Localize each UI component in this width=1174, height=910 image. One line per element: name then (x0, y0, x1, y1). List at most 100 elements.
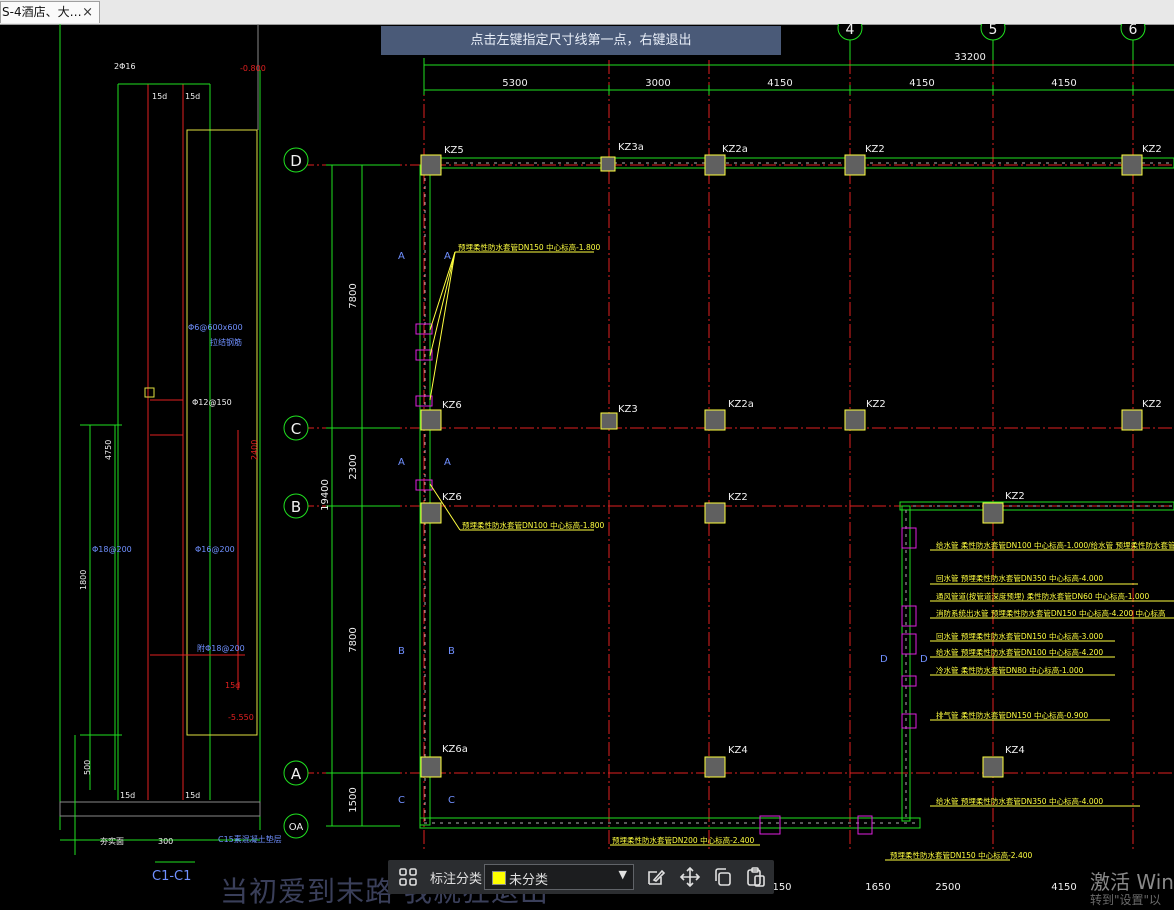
svg-text:15d: 15d (185, 791, 200, 800)
svg-text:300: 300 (158, 837, 173, 846)
document-tab-title: S-4酒店、大… (2, 5, 82, 19)
svg-text:KZ2: KZ2 (728, 492, 748, 503)
svg-text:A: A (398, 457, 405, 468)
svg-text:C: C (291, 420, 301, 438)
svg-text:拉结钢筋: 拉结钢筋 (210, 337, 242, 347)
document-tab-bar: S-4酒店、大… × (0, 0, 1174, 25)
svg-text:4: 4 (846, 24, 855, 38)
svg-text:2300: 2300 (348, 454, 359, 479)
svg-text:15d: 15d (225, 681, 240, 690)
svg-text:4150: 4150 (767, 78, 792, 89)
svg-text:1500: 1500 (348, 787, 359, 812)
svg-text:C: C (398, 795, 405, 806)
paste-icon[interactable] (744, 865, 768, 889)
move-icon[interactable] (678, 865, 702, 889)
svg-text:15d: 15d (152, 92, 167, 101)
svg-text:KZ6: KZ6 (442, 400, 462, 411)
copy-icon[interactable] (711, 865, 735, 889)
svg-text:Φ16@200: Φ16@200 (195, 545, 235, 554)
svg-text:KZ2: KZ2 (1142, 399, 1162, 410)
svg-text:Φ12@150: Φ12@150 (192, 398, 232, 407)
svg-text:B: B (291, 498, 301, 516)
svg-text:Φ18@200: Φ18@200 (92, 545, 132, 554)
svg-text:给水管 柔性防水套管DN100 中心标高-1.000/给水管: 给水管 柔性防水套管DN100 中心标高-1.000/给水管 预埋柔性防水套管D… (936, 540, 1174, 550)
svg-text:7800: 7800 (348, 627, 359, 652)
svg-text:A: A (291, 765, 302, 783)
svg-text:33200: 33200 (954, 52, 986, 63)
svg-text:150: 150 (772, 882, 791, 893)
svg-text:1800: 1800 (79, 570, 88, 590)
svg-text:2400: 2400 (250, 440, 259, 460)
svg-text:KZ4: KZ4 (1005, 745, 1025, 756)
document-tab[interactable]: S-4酒店、大… × (0, 1, 100, 23)
svg-text:D: D (920, 654, 928, 665)
svg-text:A: A (398, 251, 405, 262)
svg-text:KZ2: KZ2 (1005, 491, 1025, 502)
chevron-down-icon: ▼ (618, 868, 627, 881)
svg-text:排气管 柔性防水套管DN150 中心标高-0.900: 排气管 柔性防水套管DN150 中心标高-0.900 (936, 710, 1088, 720)
svg-text:A: A (444, 251, 451, 262)
section-c1-drawing (59, 24, 261, 863)
svg-text:附Φ18@200: 附Φ18@200 (197, 643, 245, 653)
close-icon[interactable]: × (82, 5, 93, 20)
svg-text:KZ3: KZ3 (618, 404, 638, 415)
column-blocks (420, 154, 1143, 778)
svg-text:D: D (290, 152, 302, 170)
top-dimension-text: 33200 5300 3000 4150 4150 4150 (502, 52, 1076, 89)
svg-text:19400: 19400 (320, 479, 331, 511)
svg-text:预埋柔性防水套管DN200 中心标高-2.400: 预埋柔性防水套管DN200 中心标高-2.400 (612, 835, 754, 845)
svg-text:C15素混凝土垫层: C15素混凝土垫层 (218, 834, 282, 844)
annotation-toolbar: 标注分类 未分类 ▼ (388, 860, 774, 894)
annotation-category-label: 标注分类 (430, 872, 483, 887)
svg-text:B: B (448, 646, 455, 657)
svg-text:4150: 4150 (1051, 78, 1076, 89)
svg-text:2Φ16: 2Φ16 (114, 62, 136, 71)
svg-text:500: 500 (83, 760, 92, 775)
pipe-notes: 预埋柔性防水套管DN150 中心标高-1.800 预埋柔性防水套管DN100 中… (458, 242, 1174, 860)
column-labels: KZ5 KZ3a KZ2a KZ2 KZ2 KZ6 KZ3 KZ2a KZ2 K… (442, 142, 1162, 756)
svg-text:给水管 预埋柔性防水套管DN100 中心标高-4.200: 给水管 预埋柔性防水套管DN100 中心标高-4.200 (936, 647, 1103, 657)
top-axis-labels: 4 5 6 (846, 24, 1138, 38)
section-c1-labels: 2Φ16 -0.800 15d 15d Φ6@600x600 拉结钢筋 Φ12@… (79, 62, 282, 846)
svg-text:3000: 3000 (645, 78, 670, 89)
svg-text:4150: 4150 (1051, 882, 1076, 893)
svg-text:2500: 2500 (935, 882, 960, 893)
activate-windows-text: 激活 Win (1090, 870, 1174, 894)
top-axis-bubbles (837, 24, 1146, 41)
walls (419, 157, 1174, 829)
svg-text:C: C (448, 795, 455, 806)
svg-text:5: 5 (989, 24, 998, 38)
svg-text:回水管 预埋柔性防水套管DN150 中心标高-3.000: 回水管 预埋柔性防水套管DN150 中心标高-3.000 (936, 631, 1103, 641)
svg-text:-5.550: -5.550 (228, 713, 254, 722)
svg-text:7800: 7800 (348, 283, 359, 308)
svg-text:KZ3a: KZ3a (618, 142, 644, 153)
svg-text:6: 6 (1129, 24, 1138, 38)
svg-text:4150: 4150 (909, 78, 934, 89)
left-axis-bubbles (283, 147, 309, 839)
grid-axis-lines (300, 60, 1174, 850)
svg-text:冷水管 柔性防水套管DN80 中心标高-1.000: 冷水管 柔性防水套管DN80 中心标高-1.000 (936, 665, 1084, 675)
svg-text:15d: 15d (185, 92, 200, 101)
activate-windows-subtext: 转到"设置"以 (1090, 893, 1162, 907)
dimension-lines (59, 24, 1174, 830)
svg-text:KZ2: KZ2 (1142, 144, 1162, 155)
svg-text:KZ6a: KZ6a (442, 744, 468, 755)
svg-text:5300: 5300 (502, 78, 527, 89)
svg-text:KZ2: KZ2 (865, 144, 885, 155)
annotation-category-select[interactable]: 未分类 ▼ (484, 864, 634, 890)
svg-text:通风管道(按管道深度预埋) 柔性防水套管DN60 中心标高-: 通风管道(按管道深度预埋) 柔性防水套管DN60 中心标高-1.000 (936, 591, 1149, 601)
svg-text:消防系统出水管 预埋柔性防水套管DN150 中心标高-4.2: 消防系统出水管 预埋柔性防水套管DN150 中心标高-4.200 中心标高 (936, 608, 1166, 618)
cad-drawing-canvas[interactable]: KZ5 KZ3a KZ2a KZ2 KZ2 KZ6 KZ3 KZ2a KZ2 K… (0, 24, 1174, 902)
svg-text:B: B (398, 646, 405, 657)
svg-text:KZ5: KZ5 (444, 145, 464, 156)
svg-text:15d: 15d (120, 791, 135, 800)
svg-text:A: A (444, 457, 451, 468)
svg-text:D: D (880, 654, 888, 665)
grid-menu-icon[interactable] (396, 865, 420, 889)
bottom-dimension-text: 150 1650 2500 4150 (772, 882, 1076, 893)
edit-icon[interactable] (644, 865, 668, 889)
pipe-leader-lines (429, 251, 1174, 861)
svg-text:夯实面: 夯实面 (100, 836, 124, 846)
svg-text:1650: 1650 (865, 882, 890, 893)
svg-text:KZ2a: KZ2a (722, 144, 748, 155)
